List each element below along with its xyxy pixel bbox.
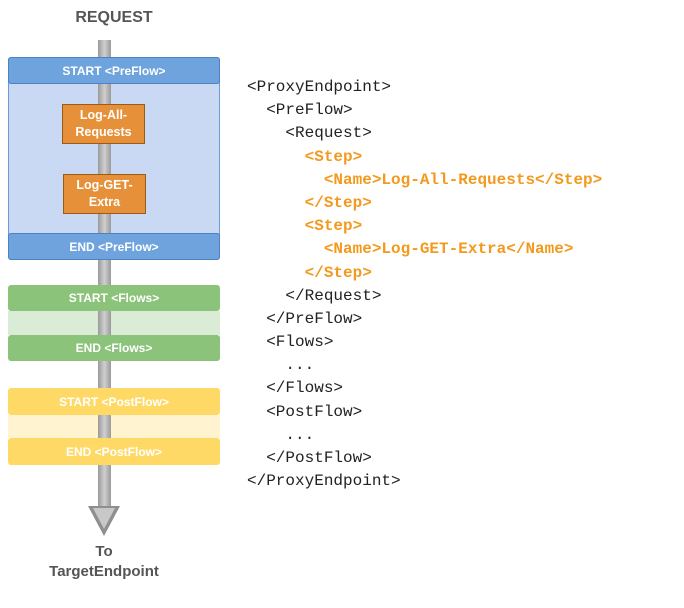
code-indent <box>247 333 266 351</box>
code-text: </Request> <box>285 286 382 305</box>
postflow-start-label: START <PostFlow> <box>59 394 169 409</box>
flows-end-band: END <Flows> <box>8 335 220 361</box>
code-text: </ProxyEndpoint> <box>247 472 401 491</box>
code-indent <box>247 287 285 305</box>
code-text: </Step> <box>304 193 372 212</box>
policy-log-get-extra: Log-GET- Extra <box>63 174 146 214</box>
code-indent <box>247 403 266 421</box>
postflow-end-band: END <PostFlow> <box>8 438 220 465</box>
request-label: REQUEST <box>75 9 153 26</box>
code-line: </PostFlow> <box>247 447 602 470</box>
proxy-endpoint-code: <ProxyEndpoint> <PreFlow> <Request> <Ste… <box>247 76 602 493</box>
request-arrow-head-highlight <box>93 508 115 529</box>
code-text: <Request> <box>285 124 372 143</box>
code-text: </Flows> <box>266 379 344 398</box>
flows-start-band: START <Flows> <box>8 285 220 311</box>
code-text: <ProxyEndpoint> <box>247 78 392 96</box>
code-indent <box>247 148 305 166</box>
policy-label: Log-GET- Extra <box>76 178 133 209</box>
code-text: </PreFlow> <box>266 309 363 328</box>
code-indent <box>247 379 266 397</box>
code-indent <box>247 264 305 282</box>
preflow-start-band: START <PreFlow> <box>8 57 220 84</box>
code-line: <PreFlow> <box>247 99 602 122</box>
preflow-start-label: START <PreFlow> <box>62 63 166 78</box>
code-indent <box>247 426 285 444</box>
preflow-end-band: END <PreFlow> <box>8 233 220 260</box>
code-line: <Request> <box>247 122 602 145</box>
flows-start-label: START <Flows> <box>68 291 160 305</box>
postflow-start-band: START <PostFlow> <box>8 388 220 415</box>
code-indent <box>247 101 266 119</box>
preflow-end-label: END <PreFlow> <box>69 239 159 254</box>
code-line: ... <box>247 424 602 447</box>
code-line: <Step> <box>247 146 602 169</box>
code-line: </PreFlow> <box>247 308 602 331</box>
code-text: <Step> <box>304 217 363 236</box>
code-text: <Name>Log-GET-Extra</Name> <box>323 240 574 259</box>
code-line: <PostFlow> <box>247 401 602 424</box>
code-indent <box>247 310 266 328</box>
code-text: ... <box>285 425 315 444</box>
policy-label: Log-All- Requests <box>75 108 132 139</box>
code-text: <Name>Log-All-Requests</Step> <box>323 170 603 189</box>
flows-end-label: END <Flows> <box>75 341 153 355</box>
code-indent <box>247 217 305 235</box>
code-text: <PostFlow> <box>266 402 363 421</box>
code-indent <box>247 240 324 258</box>
code-line: <Name>Log-All-Requests</Step> <box>247 169 602 192</box>
code-line: </Request> <box>247 285 602 308</box>
code-line: <Flows> <box>247 331 602 354</box>
code-indent <box>247 356 285 374</box>
code-line: <Name>Log-GET-Extra</Name> <box>247 238 602 261</box>
code-text: </Step> <box>304 263 372 282</box>
code-indent <box>247 124 285 142</box>
code-line: </Step> <box>247 192 602 215</box>
code-line: </ProxyEndpoint> <box>247 470 602 493</box>
code-line: </Step> <box>247 262 602 285</box>
code-line: <Step> <box>247 215 602 238</box>
postflow-end-label: END <PostFlow> <box>65 444 163 459</box>
code-indent <box>247 194 305 212</box>
code-text: ... <box>285 356 315 375</box>
policy-log-all-requests: Log-All- Requests <box>62 104 145 144</box>
code-text: <Flows> <box>266 333 334 352</box>
code-text: </PostFlow> <box>266 449 372 467</box>
code-indent <box>247 171 324 189</box>
code-line: <ProxyEndpoint> <box>247 76 602 99</box>
code-text: <PreFlow> <box>266 101 353 120</box>
target-endpoint-label: To TargetEndpoint <box>49 543 159 580</box>
flows-region <box>8 311 220 335</box>
code-indent <box>247 449 266 467</box>
code-line: </Flows> <box>247 377 602 400</box>
postflow-region <box>8 415 220 438</box>
code-line: ... <box>247 354 602 377</box>
code-text: <Step> <box>304 147 363 166</box>
preflow-region <box>8 57 220 260</box>
